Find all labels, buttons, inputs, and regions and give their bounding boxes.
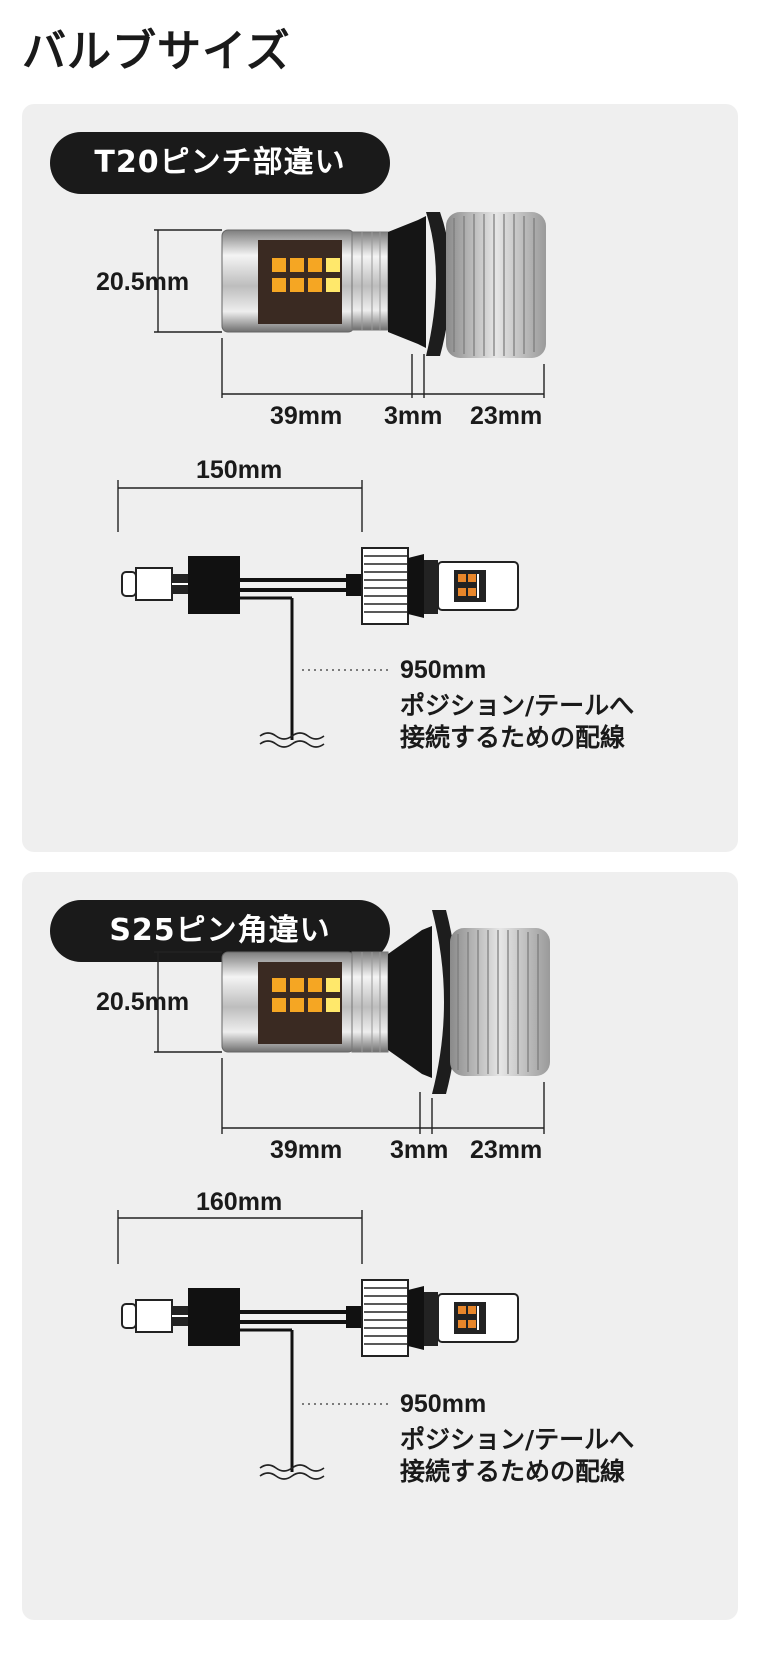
gap-length-label: 3mm <box>384 402 442 430</box>
cable-length-label: 160mm <box>196 1188 282 1216</box>
body-length-label: 39mm <box>270 1136 342 1164</box>
wire-length-label: 950mm <box>400 656 486 684</box>
heatsink-length-label: 23mm <box>470 402 542 430</box>
wire-note-line-2: 接続するための配線 <box>400 1457 625 1486</box>
wire-length-label: 950mm <box>400 1390 486 1418</box>
wiring-harness-illustration <box>121 1279 519 1480</box>
bulb-dimension-diagram: 20.5mm 39mm 3mm 23mm 150mm <box>96 212 634 752</box>
led-bulb-photo <box>221 910 550 1094</box>
section-t20: T20ピンチ部違い <box>22 104 738 852</box>
led-chip-grid <box>272 258 340 292</box>
section-label-pill: T20ピンチ部違い <box>50 132 390 194</box>
body-length-label: 39mm <box>270 402 342 430</box>
wire-note-line-1: ポジション/テールへ <box>400 691 634 720</box>
wiring-harness-illustration <box>121 547 519 748</box>
bulb-dimension-diagram: 20.5mm 39mm 3mm 23mm 160mm <box>96 910 634 1486</box>
section-s25: S25ピン角違い <box>22 872 738 1620</box>
heatsink-length-label: 23mm <box>470 1136 542 1164</box>
height-dimension-label: 20.5mm <box>96 988 189 1016</box>
led-chip-grid <box>272 978 340 1012</box>
wire-note-line-1: ポジション/テールへ <box>400 1425 634 1454</box>
led-bulb-photo <box>221 212 546 358</box>
wire-note-line-2: 接続するための配線 <box>400 723 625 752</box>
page-title: バルブサイズ <box>22 26 291 77</box>
gap-length-label: 3mm <box>390 1136 448 1164</box>
height-dimension-label: 20.5mm <box>96 268 189 296</box>
cable-length-label: 150mm <box>196 456 282 484</box>
